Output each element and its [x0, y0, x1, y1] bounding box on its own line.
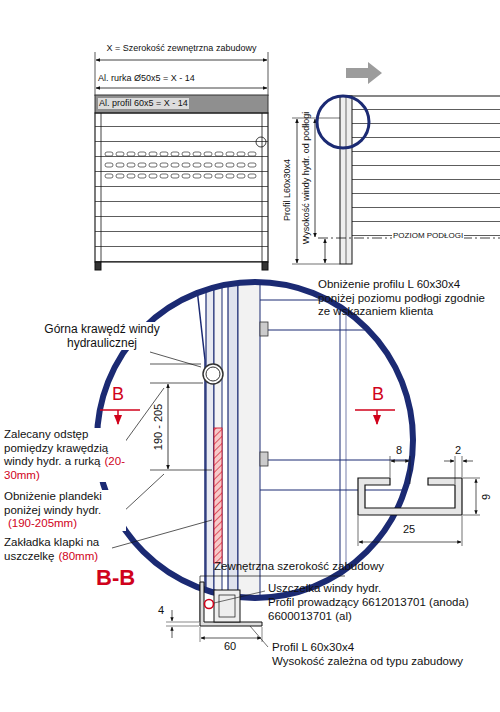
section-title: B-B [96, 565, 135, 590]
tube-length: Al. rurka Ø50x5 = X - 14 [98, 73, 195, 84]
label-group: Zakładka klapki na uszczelkę(80mm) [4, 536, 112, 563]
overall-width: X = Szerokość zewnętrzna zabudowy [95, 43, 268, 54]
lift-edge-note: Górna krawędź windy hydraulicznej [40, 322, 164, 350]
dimension: 190 - 205 [152, 404, 164, 450]
dimension: 2 [455, 444, 461, 456]
lift-height: Wysokość windy hydr. od podłogi [301, 112, 311, 245]
front-view [95, 52, 268, 270]
gap-note: Zalecany odstęp pomiędzy krawędzią windy… [4, 428, 108, 467]
detail-dimensions [112, 352, 212, 548]
c-profile [358, 456, 480, 546]
side-view [292, 62, 500, 264]
profile-lowering-note: Obniżenie profilu L 60x30x4 poniżej pozi… [318, 278, 485, 317]
floor-level: POZIOM PODŁOGI [393, 231, 463, 240]
profile-length: Al. profil 60x5 = X - 14 [99, 98, 188, 108]
section-mark: B [372, 384, 384, 405]
detail-view [196, 280, 420, 600]
lift-height: Wysokość windy hydr. od podłogi [301, 112, 312, 245]
dimension: 25 [403, 523, 415, 535]
dimension: 190 - 205 [152, 404, 165, 450]
guide-profile-label: Profil prowadzący 6612013701 (anoda) 660… [268, 596, 469, 622]
angle-profile-label: Profil L 60x30x4 [272, 641, 354, 655]
overall-width: X = Szerokość zewnętrzna zabudowy [107, 43, 257, 53]
profile-length: Al. profil 60x5 = X - 14 [98, 98, 189, 109]
seal-label: Uszczelka windy hydr. [268, 582, 381, 596]
dimension: 8 [396, 444, 402, 457]
seal-label: Uszczelka windy hydr. [268, 582, 381, 594]
section-title: B-B [96, 565, 135, 591]
section-mark: B [112, 384, 124, 405]
height-note: Wysokość zależna od typu zabudowy [272, 655, 463, 667]
dimension: 60 [224, 640, 236, 653]
tube-length: Al. rurka Ø50x5 = X - 14 [98, 73, 195, 83]
dimension: 9 [480, 494, 492, 500]
angle-profile-label: Profil L 60x30x4 [272, 641, 354, 653]
dimension: 9 [480, 494, 493, 500]
outer-width-note: Zewnętrzna szerokość zabudowy [214, 560, 384, 574]
lift-edge-note: Górna krawędź windy hydraulicznej [44, 322, 159, 350]
profile-height: Profil L60x30x4 [282, 159, 293, 221]
profile-lowering-note: Obniżenie profilu L 60x30x4 poniżej pozi… [318, 278, 498, 319]
section-arrows [100, 410, 395, 424]
dimension: 2 [455, 444, 461, 457]
floor-level: POZIOM PODŁOGI [392, 231, 464, 240]
dimension: 8 [396, 444, 402, 456]
red-value: (190-205mm) [8, 517, 77, 529]
tarp-lowering-note: Obniżenie plandeki poniżej windy hydr. [4, 490, 102, 516]
label-group: Obniżenie plandeki poniżej windy hydr.(1… [4, 490, 126, 531]
dimension: 25 [403, 523, 415, 536]
outer-width-note: Zewnętrzna szerokość zabudowy [214, 560, 384, 572]
section-mark: B [372, 384, 384, 404]
dimension: 4 [158, 604, 164, 617]
height-note: Wysokość zależna od typu zabudowy [272, 655, 498, 669]
red-value: (80mm) [59, 550, 99, 562]
label-group: Zalecany odstęp pomiędzy krawędzią windy… [4, 428, 126, 482]
section-mark: B [112, 384, 124, 404]
dimension: 60 [224, 640, 236, 652]
dimension: 4 [158, 604, 164, 616]
guide-profile-label: Profil prowadzący 6612013701 (anoda) 660… [268, 596, 494, 623]
profile-height: Profil L60x30x4 [282, 159, 292, 221]
